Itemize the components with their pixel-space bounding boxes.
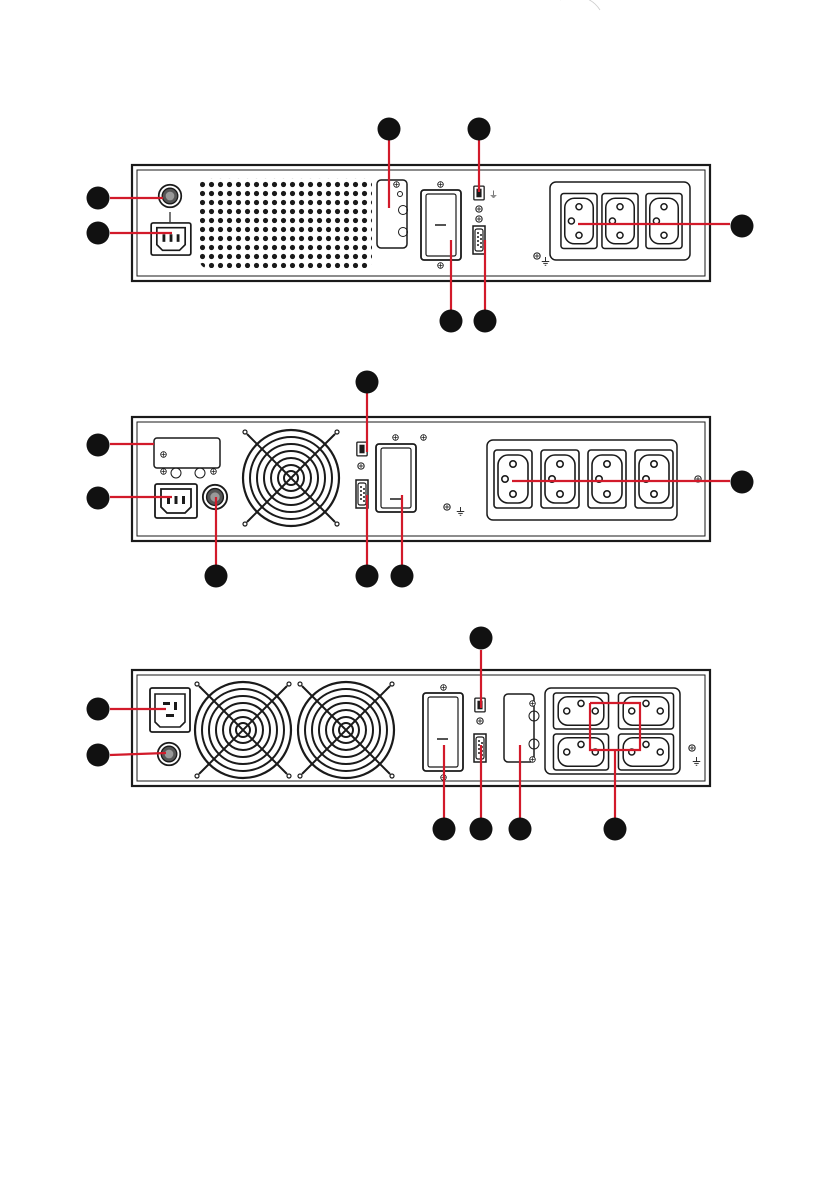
callout-marker [356,565,379,588]
callout-marker [356,371,379,394]
db9-port-icon [473,226,485,254]
socket-icon [646,193,682,248]
callout-marker [378,118,401,141]
callout-marker [87,222,110,245]
socket-icon [618,734,673,770]
callout-marker [470,818,493,841]
callout-marker [470,627,493,650]
socket-icon [494,450,532,508]
callout-marker [468,118,491,141]
callout-marker [205,565,228,588]
vent-grille [200,178,372,268]
callout-marker [731,471,754,494]
callout-marker [87,487,110,510]
svg-text:⏚: ⏚ [489,190,498,201]
socket-icon [618,693,673,729]
socket-icon [635,450,673,508]
socket-icon [602,193,638,248]
callout-marker [731,215,754,238]
fan-guard-icon [195,682,291,778]
rear-panel-model-3 [132,670,710,786]
callout-marker [509,818,532,841]
socket-icon [561,193,597,248]
ac-input-socket-icon [155,484,197,518]
fan-guard-icon [243,430,339,526]
socket-icon [541,450,579,508]
ac-input-socket-icon [151,223,191,255]
callout-marker [87,698,110,721]
socket-icon [553,693,608,729]
callout-marker [87,744,110,767]
callout-marker [604,818,627,841]
callout-marker [433,818,456,841]
callout-marker [440,310,463,333]
input-breaker-icon [159,185,182,208]
callout-marker [391,565,414,588]
page-corner-mark [560,0,600,10]
fan-guard-icon [298,682,394,778]
rear-panel-model-2 [132,417,710,541]
callout-marker [87,187,110,210]
callout-marker [87,434,110,457]
usb-port-icon [357,442,367,456]
socket-icon [553,734,608,770]
battery-connector [376,444,416,512]
socket-icon [588,450,626,508]
callout-marker [474,310,497,333]
